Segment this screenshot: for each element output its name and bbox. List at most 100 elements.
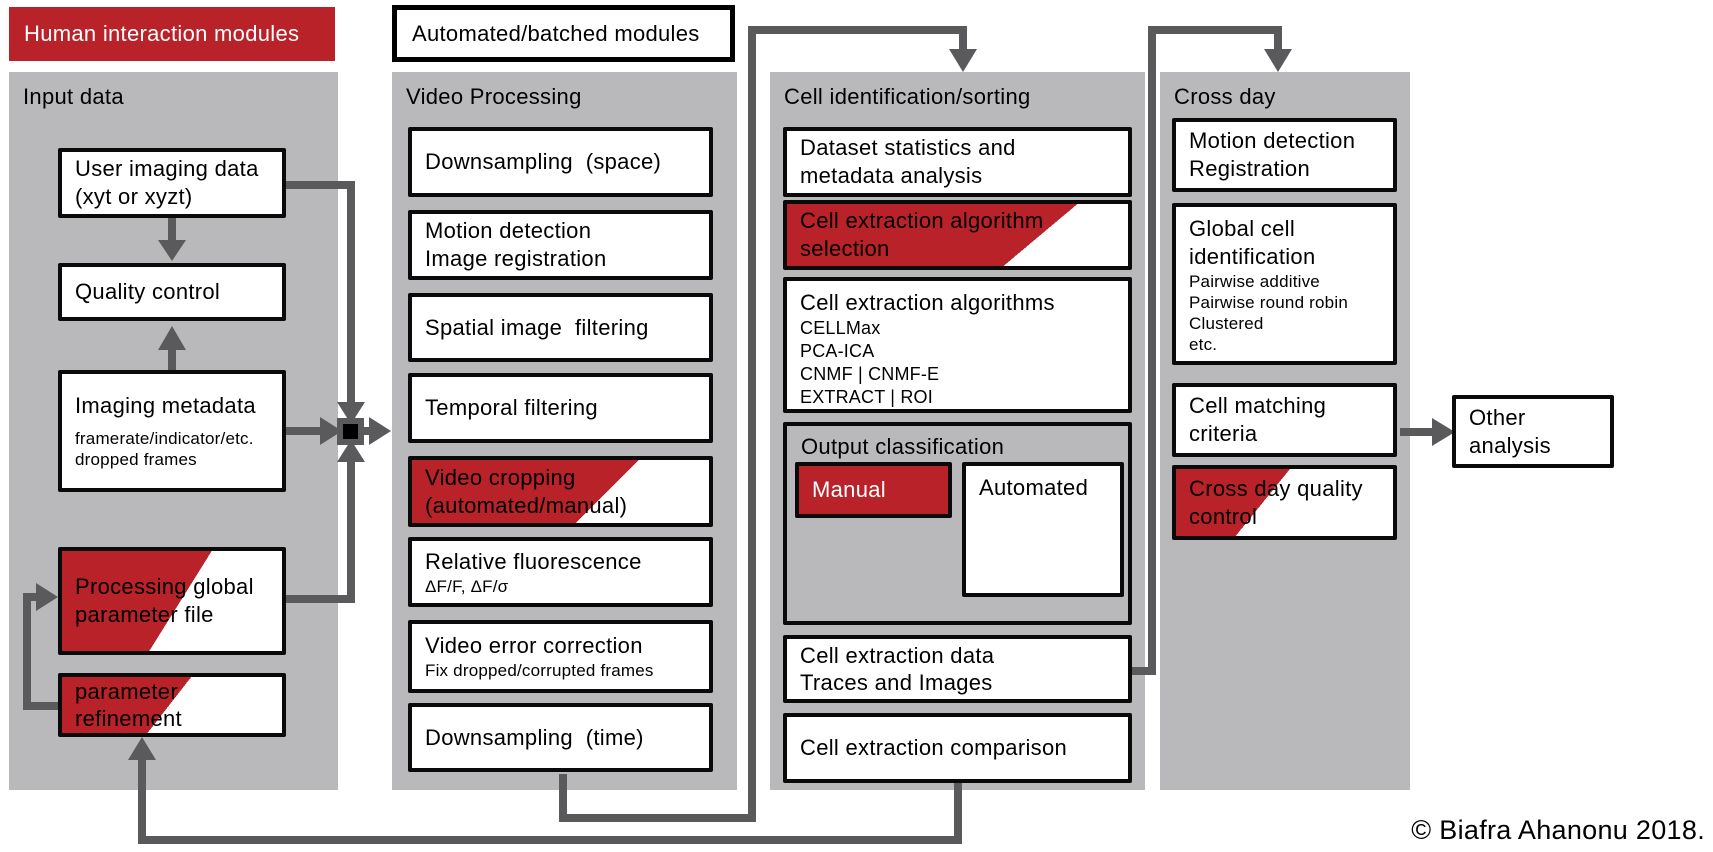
arrowhead-up-qualitycontrol bbox=[158, 326, 186, 350]
processing-global-line1: Processing global bbox=[75, 574, 254, 599]
arrow-parameterfile-to-node bbox=[286, 461, 355, 603]
quality-control-label: Quality control bbox=[75, 279, 221, 304]
motion-detection-line2: Image registration bbox=[425, 246, 607, 271]
junction-node bbox=[343, 424, 358, 439]
arrowhead-right-node bbox=[320, 417, 342, 445]
box-video-cropping: Video cropping (automated/manual) bbox=[408, 456, 713, 527]
box-user-imaging-data: User imaging data (xyt or xyzt) bbox=[58, 148, 286, 218]
algo-selection-line2: selection bbox=[800, 236, 890, 261]
parameter-refinement-line2: refinement bbox=[75, 706, 182, 731]
arrow-comparison-to-refinement bbox=[138, 759, 962, 844]
spacer bbox=[75, 420, 276, 428]
other-analysis-label: Other analysis bbox=[1469, 404, 1551, 458]
box-video-error-correction: Video error correction Fix dropped/corru… bbox=[408, 620, 713, 693]
global-cell-etc: etc. bbox=[1189, 335, 1218, 354]
motion-detection-line1: Motion detection bbox=[425, 218, 592, 243]
relative-fluorescence-title: Relative fluorescence bbox=[425, 548, 642, 574]
global-cell-line1: Global cell bbox=[1189, 216, 1296, 241]
box-cell-extraction-algorithms: Cell extraction algorithms CELLMax PCA-I… bbox=[783, 277, 1132, 413]
spatial-filtering-label: Spatial image filtering bbox=[425, 314, 649, 340]
arrowhead-into-crossday bbox=[1264, 49, 1292, 72]
cell-matching-label: Cell matching criteria bbox=[1189, 393, 1333, 446]
box-dataset-statistics: Dataset statistics and metadata analysis bbox=[783, 127, 1132, 197]
arrowhead-into-videoprocessing bbox=[369, 417, 391, 445]
column-title-cell-identification: Cell identification/sorting bbox=[784, 84, 1031, 109]
temporal-filtering-label: Temporal filtering bbox=[425, 395, 598, 420]
arrowhead-into-otheranalysis bbox=[1432, 418, 1455, 446]
box-parameter-refinement: parameter refinement bbox=[58, 673, 286, 737]
algorithm-cnmf: CNMF | CNMF-E bbox=[800, 364, 940, 384]
box-global-cell-identification: Global cell identification Pairwise addi… bbox=[1172, 203, 1397, 365]
arrowhead-up-node bbox=[337, 440, 365, 462]
crossday-motion-line1: Motion detection bbox=[1189, 128, 1356, 153]
legend-human-label: Human interaction modules bbox=[24, 21, 300, 46]
video-error-title: Video error correction bbox=[425, 633, 643, 658]
algorithm-extract-roi: EXTRACT | ROI bbox=[800, 387, 933, 407]
parameter-refinement-line1: parameter bbox=[75, 679, 178, 704]
box-other-analysis: Other analysis bbox=[1452, 395, 1614, 468]
box-relative-fluorescence: Relative fluorescence ΔF/F, ΔF/σ bbox=[408, 537, 713, 607]
box-processing-global-parameter-file: Processing global parameter file bbox=[58, 547, 286, 655]
dataset-statistics-line1: Dataset statistics and bbox=[800, 135, 1016, 160]
algorithm-pca-ica: PCA-ICA bbox=[800, 341, 875, 361]
arrowhead-into-refinement bbox=[128, 737, 156, 760]
arrow-userimaging-to-node bbox=[286, 181, 355, 403]
video-error-sub: Fix dropped/corrupted frames bbox=[425, 661, 654, 680]
copyright-notice: © Biafra Ahanonu 2018. bbox=[1411, 815, 1705, 845]
legend-automated-batched-modules: Automated/batched modules bbox=[392, 5, 735, 62]
box-automated-classification: Automated bbox=[962, 462, 1124, 597]
arrowhead-into-parameterfile bbox=[36, 583, 58, 611]
downsampling-space-label: Downsampling (space) bbox=[425, 149, 662, 174]
box-cell-extraction-data: Cell extraction data Traces and Images bbox=[783, 635, 1132, 703]
box-cell-extraction-algorithm-selection: Cell extraction algorithm selection bbox=[783, 200, 1132, 270]
extraction-data-line1: Cell extraction data bbox=[800, 643, 995, 668]
video-cropping-line2: (automated/manual) bbox=[425, 492, 628, 518]
arrowhead-down-node bbox=[337, 402, 365, 424]
box-manual-classification: Manual bbox=[795, 462, 952, 518]
legend-automated-label: Automated/batched modules bbox=[412, 20, 700, 46]
column-title-input-data: Input data bbox=[23, 84, 124, 109]
arrow-refinement-to-parameterfile bbox=[23, 593, 58, 710]
algorithms-title: Cell extraction algorithms bbox=[800, 290, 1055, 315]
arrow-extractiondata-to-crossday bbox=[1130, 26, 1282, 675]
arrowhead-down-qualitycontrol bbox=[158, 240, 186, 261]
box-temporal-filtering: Temporal filtering bbox=[408, 373, 713, 443]
crossday-quality-line1: Cross day quality bbox=[1189, 475, 1363, 501]
output-classification-title: Output classification bbox=[801, 434, 1005, 459]
algorithm-cellmax: CELLMax bbox=[800, 318, 881, 338]
global-cell-pairwise-additive: Pairwise additive bbox=[1189, 272, 1320, 291]
box-cell-matching-criteria: Cell matching criteria bbox=[1172, 383, 1397, 457]
extraction-data-line2: Traces and Images bbox=[800, 670, 993, 695]
automated-label: Automated bbox=[979, 475, 1089, 500]
arrowhead-into-cellid bbox=[949, 49, 977, 72]
column-title-cross-day: Cross day bbox=[1174, 84, 1276, 109]
global-cell-clustered: Clustered bbox=[1189, 314, 1264, 333]
legend-human-interaction-modules: Human interaction modules bbox=[9, 7, 335, 61]
imaging-metadata-title: Imaging metadata bbox=[75, 393, 256, 418]
box-spatial-image-filtering: Spatial image filtering bbox=[408, 293, 713, 362]
box-crossday-motion-detection: Motion detection Registration bbox=[1172, 118, 1397, 192]
processing-global-line2: parameter file bbox=[75, 602, 214, 627]
imaging-metadata-sub2: dropped frames bbox=[75, 450, 197, 469]
global-cell-pairwise-roundrobin: Pairwise round robin bbox=[1189, 293, 1348, 312]
box-quality-control: Quality control bbox=[58, 263, 286, 321]
algo-selection-line1: Cell extraction algorithm bbox=[800, 208, 1044, 233]
box-downsampling-space: Downsampling (space) bbox=[408, 127, 713, 197]
box-cell-extraction-comparison: Cell extraction comparison bbox=[783, 713, 1132, 783]
box-motion-detection-registration: Motion detection Image registration bbox=[408, 210, 713, 280]
arrow-videoprocessing-to-cellid bbox=[559, 26, 967, 822]
manual-label: Manual bbox=[812, 477, 886, 502]
relative-fluorescence-formula: ΔF/F, ΔF/σ bbox=[425, 576, 509, 596]
downsampling-time-label: Downsampling (time) bbox=[425, 724, 644, 750]
user-imaging-line1: User imaging data bbox=[75, 156, 259, 181]
column-title-video-processing: Video Processing bbox=[406, 84, 582, 109]
box-imaging-metadata: Imaging metadata framerate/indicator/etc… bbox=[58, 370, 286, 492]
box-output-classification: Output classification Manual Automated bbox=[783, 422, 1132, 625]
user-imaging-line2: (xyt or xyzt) bbox=[75, 184, 193, 209]
imaging-metadata-sub1: framerate/indicator/etc. bbox=[75, 429, 254, 448]
box-crossday-quality-control: Cross day quality control bbox=[1172, 465, 1397, 540]
extraction-comparison-label: Cell extraction comparison bbox=[800, 735, 1068, 760]
box-downsampling-time: Downsampling (time) bbox=[408, 703, 713, 772]
